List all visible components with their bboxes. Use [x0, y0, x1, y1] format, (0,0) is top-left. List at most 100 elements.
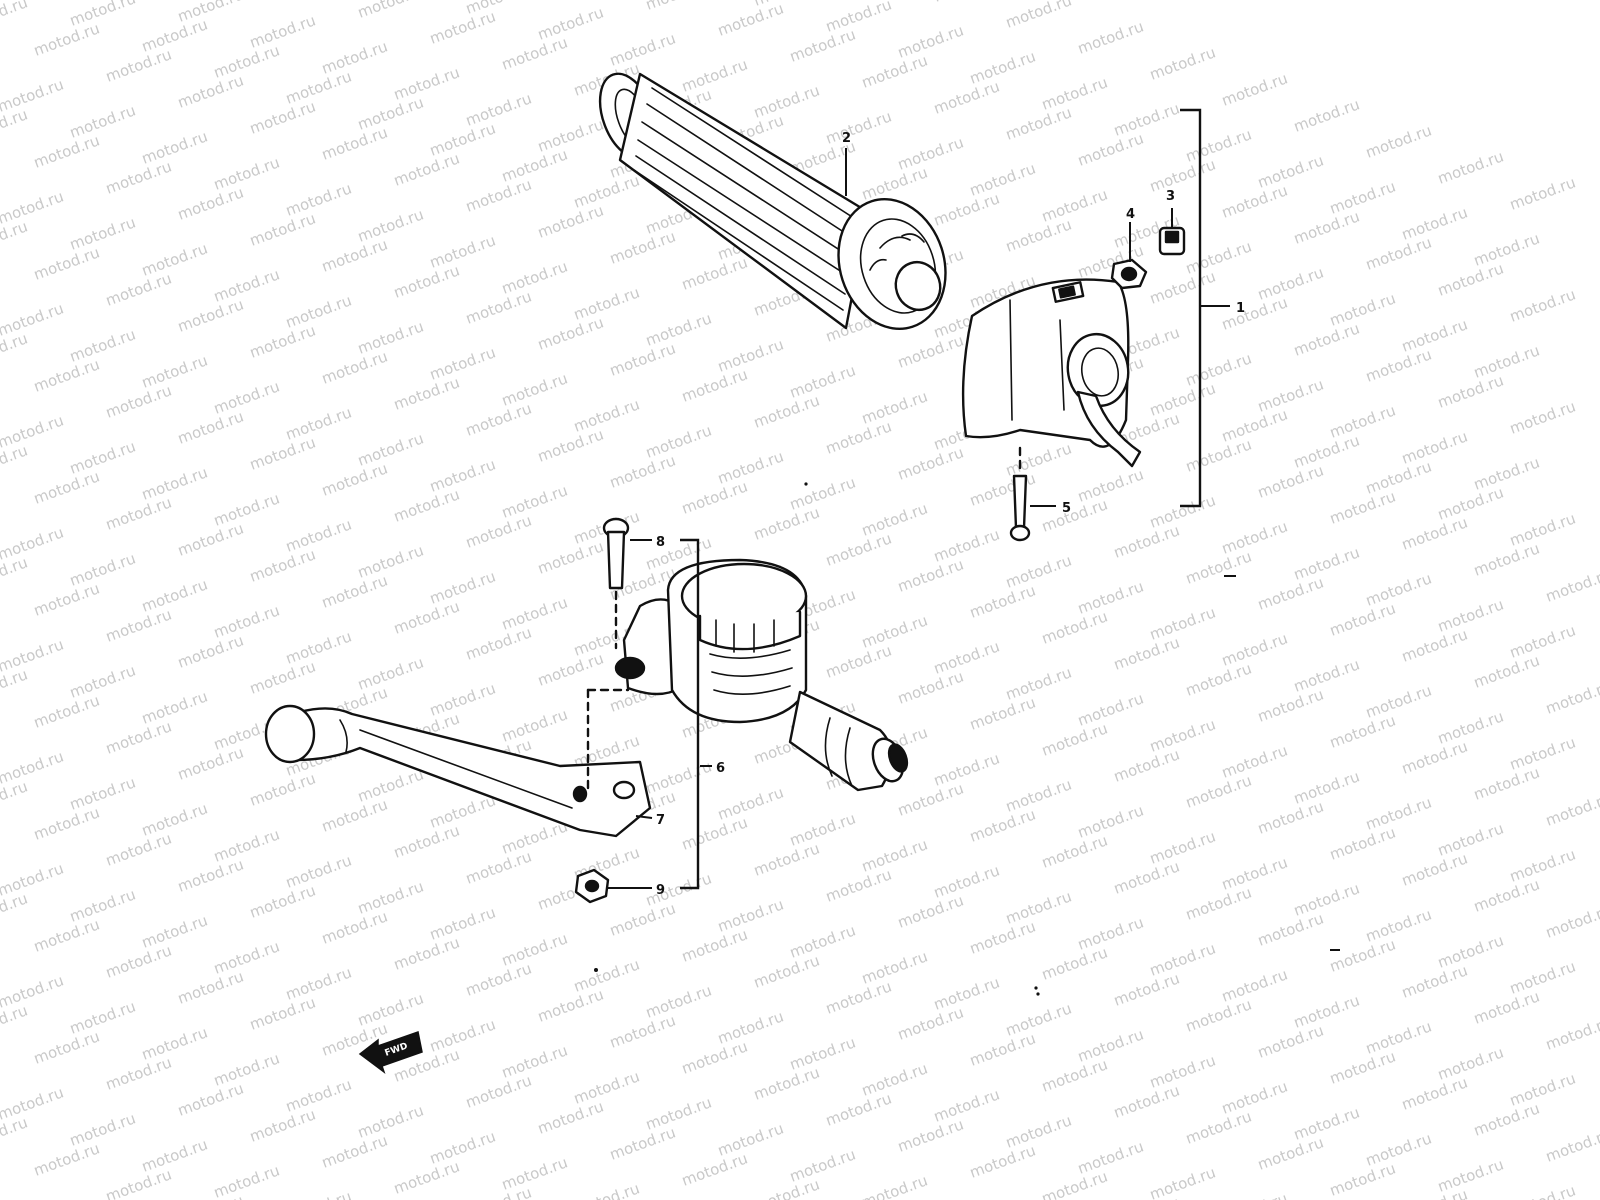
watermark-text: motod.ru: [31, 803, 102, 843]
watermark-text: motod.ru: [535, 985, 606, 1025]
watermark-text: motod.ru: [931, 525, 1002, 565]
watermark-text: motod.ru: [427, 343, 498, 383]
watermark-text: motod.ru: [571, 1067, 642, 1107]
watermark-text: motod.ru: [859, 835, 930, 875]
watermark-text: motod.ru: [283, 627, 354, 667]
watermark-text: motod.ru: [823, 417, 894, 457]
watermark-text: motod.ru: [31, 1027, 102, 1067]
watermark-text: motod.ru: [427, 119, 498, 159]
watermark-text: motod.ru: [1435, 819, 1506, 859]
watermark-text: motod.ru: [1507, 1069, 1578, 1109]
watermark-text: motod.ru: [1111, 633, 1182, 673]
watermark-text: motod.ru: [823, 529, 894, 569]
watermark-text: motod.ru: [67, 997, 138, 1037]
watermark-text: motod.ru: [319, 1131, 390, 1171]
watermark-text: motod.ru: [0, 889, 30, 929]
watermark-text: motod.ru: [355, 1101, 426, 1141]
watermark-text: motod.ru: [1507, 957, 1578, 997]
watermark-text: motod.ru: [1111, 521, 1182, 561]
watermark-text: motod.ru: [1363, 457, 1434, 497]
watermark-text: motod.ru: [103, 45, 174, 85]
watermark-text: motod.ru: [211, 41, 282, 81]
watermark-text: motod.ru: [1327, 823, 1398, 863]
watermark-text: motod.ru: [103, 829, 174, 869]
watermark-text: motod.ru: [1039, 943, 1110, 983]
watermark-text: motod.ru: [283, 515, 354, 555]
watermark-text: motod.ru: [499, 1153, 570, 1193]
watermark-text: motod.ru: [931, 861, 1002, 901]
watermark-text: motod.ru: [931, 189, 1002, 229]
watermark-text: motod.ru: [1255, 375, 1326, 415]
watermark-text: motod.ru: [355, 205, 426, 245]
watermark-text: motod.ru: [175, 743, 246, 783]
watermark-text: motod.ru: [0, 329, 30, 369]
watermark-text: motod.ru: [0, 1001, 30, 1041]
watermark-text: motod.ru: [499, 593, 570, 633]
watermark-text: motod.ru: [103, 157, 174, 197]
watermark-text: motod.ru: [355, 989, 426, 1029]
watermark-text: motod.ru: [0, 105, 30, 145]
watermark-text: motod.ru: [1291, 879, 1362, 919]
watermark-text: motod.ru: [1471, 1099, 1542, 1139]
watermark-text: motod.ru: [247, 657, 318, 697]
watermark-text: motod.ru: [1075, 17, 1146, 57]
callout-8: 8: [656, 535, 665, 550]
watermark-text: motod.ru: [1507, 845, 1578, 885]
watermark-text: motod.ru: [1111, 969, 1182, 1009]
watermark-text: motod.ru: [1399, 427, 1470, 467]
watermark-text: motod.ru: [1399, 315, 1470, 355]
watermark-text: motod.ru: [1183, 349, 1254, 389]
watermark-text: motod.ru: [31, 131, 102, 171]
watermark-text: motod.ru: [1219, 1077, 1290, 1117]
watermark-text: motod.ru: [427, 791, 498, 831]
watermark-text: motod.ru: [895, 555, 966, 595]
watermark-text: motod.ru: [967, 693, 1038, 733]
watermark-text: motod.ru: [319, 235, 390, 275]
watermark-text: motod.ru: [211, 377, 282, 417]
watermark-text: motod.ru: [1183, 771, 1254, 811]
watermark-text: motod.ru: [1147, 43, 1218, 83]
watermark-text: motod.ru: [1219, 405, 1290, 445]
watermark-text: motod.ru: [859, 387, 930, 427]
watermark-text: motod.ru: [1075, 801, 1146, 841]
watermark-text: motod.ru: [751, 503, 822, 543]
watermark-text: motod.ru: [1219, 181, 1290, 221]
watermark-text: motod.ru: [319, 795, 390, 835]
clip-part-3: [1158, 226, 1186, 256]
watermark-text: motod.ru: [1471, 229, 1542, 269]
watermark-text: motod.ru: [1255, 909, 1326, 949]
callout-9: 9: [656, 883, 665, 898]
watermark-text: motod.ru: [391, 597, 462, 637]
watermark-text: motod.ru: [67, 885, 138, 925]
watermark-text: motod.ru: [715, 1007, 786, 1047]
watermark-text: motod.ru: [1471, 651, 1542, 691]
watermark-text: motod.ru: [1255, 685, 1326, 725]
watermark-text: motod.ru: [175, 183, 246, 223]
watermark-text: motod.ru: [1219, 741, 1290, 781]
watermark-text: motod.ru: [1111, 99, 1182, 139]
watermark-text: motod.ru: [643, 421, 714, 461]
watermark-text: motod.ru: [391, 485, 462, 525]
watermark-text: motod.ru: [679, 1149, 750, 1189]
watermark-text: motod.ru: [751, 1175, 822, 1200]
watermark-text: motod.ru: [1435, 1043, 1506, 1083]
watermark-text: motod.ru: [31, 355, 102, 395]
watermark-text: motod.ru: [1003, 551, 1074, 591]
watermark-text: motod.ru: [751, 1063, 822, 1103]
watermark-text: motod.ru: [1435, 483, 1506, 523]
watermark-text: motod.ru: [823, 977, 894, 1017]
watermark-text: motod.ru: [283, 179, 354, 219]
watermark-text: motod.ru: [1039, 719, 1110, 759]
watermark-text: motod.ru: [1147, 491, 1218, 531]
watermark-text: motod.ru: [1291, 207, 1362, 247]
watermark-text: motod.ru: [571, 171, 642, 211]
watermark-text: motod.ru: [967, 159, 1038, 199]
watermark-text: motod.ru: [1075, 577, 1146, 617]
switch-housing: [961, 278, 1142, 468]
watermark-text: motod.ru: [31, 691, 102, 731]
watermark-text: motod.ru: [1147, 379, 1218, 419]
watermark-text: motod.ru: [175, 1191, 246, 1200]
watermark-text: motod.ru: [1363, 681, 1434, 721]
watermark-text: motod.ru: [1363, 345, 1434, 385]
